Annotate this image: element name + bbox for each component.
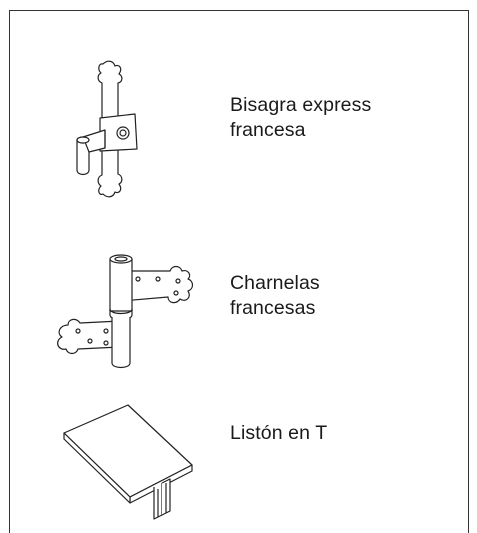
- hardware-list-panel: Bisagra express francesa Charnelas franc: [9, 10, 469, 533]
- item-label-line2: francesas: [230, 297, 316, 319]
- list-item-t-strip: Listón en T: [10, 381, 468, 531]
- french-hinges-icon: [57, 254, 194, 369]
- item-label: Charnelas francesas: [230, 271, 320, 321]
- item-label: Listón en T: [230, 421, 327, 446]
- item-label-line1: Charnelas: [230, 272, 320, 294]
- item-label: Bisagra express francesa: [230, 93, 371, 143]
- item-label-line1: Bisagra express: [230, 94, 372, 116]
- item-label-line2: francesa: [230, 119, 306, 141]
- item-label-line1: Listón en T: [230, 422, 328, 444]
- list-item-french-hinges: Charnelas francesas: [10, 211, 468, 381]
- express-hinge-icon: [76, 60, 138, 198]
- t-strip-icon: [63, 404, 193, 520]
- list-item-express-hinge: Bisagra express francesa: [10, 11, 468, 211]
